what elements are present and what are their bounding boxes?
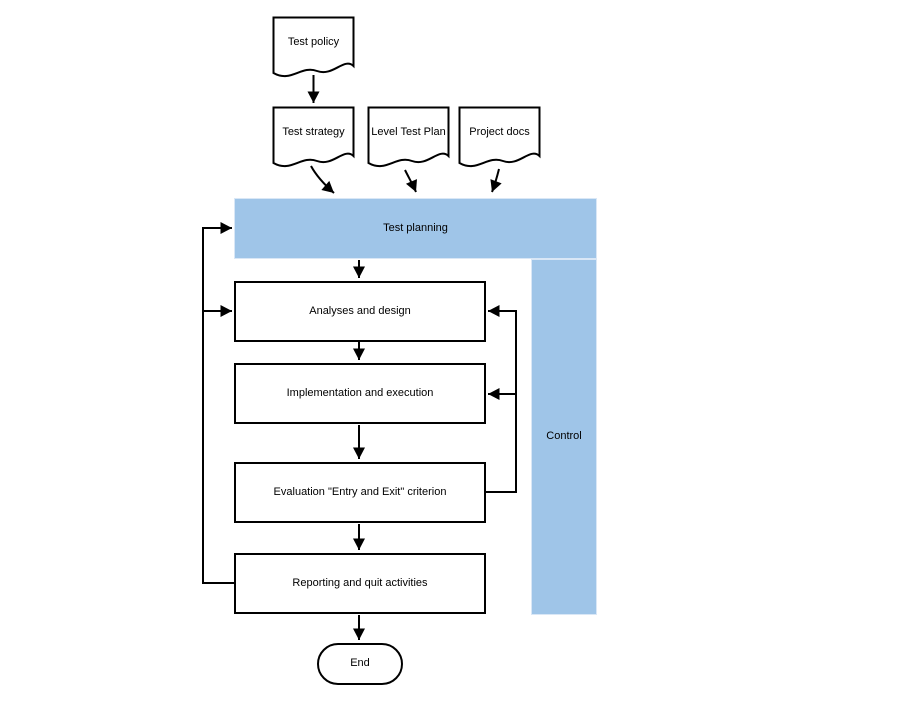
doc-label: Level Test Plan [371,126,446,138]
doc-project-docs: Project docs [458,106,541,176]
step-analyses-and-design: Analyses and design [234,281,486,342]
doc-label: Test policy [287,36,340,48]
feedback-reporting-to-planning [202,222,234,584]
doc-label: Test strategy [282,126,345,138]
doc-label: Project docs [469,126,530,138]
document-shape-icon [272,16,355,78]
feedback-evaluation-to-analyses [486,305,517,493]
band-test-planning: Test planning [234,198,597,259]
document-shape-icon [272,106,355,168]
step-label: Analyses and design [309,304,411,317]
step-implementation-and-execution: Implementation and execution [234,363,486,424]
test-planning-label: Test planning [383,221,448,234]
step-reporting-and-quit: Reporting and quit activities [234,553,486,614]
document-shape-icon [458,106,541,168]
step-label: Evaluation "Entry and Exit" criterion [273,485,447,498]
step-evaluation-criterion: Evaluation "Entry and Exit" criterion [234,462,486,523]
band-control: Control [531,259,597,615]
doc-test-policy: Test policy [272,16,355,86]
control-label: Control [546,430,582,443]
terminator-end: End [317,643,403,685]
doc-test-strategy: Test strategy [272,106,355,176]
document-shape-icon [367,106,450,168]
doc-level-test-plan: Level Test Plan [367,106,450,176]
step-label: Reporting and quit activities [292,576,428,589]
end-label: End [350,657,370,670]
step-label: Implementation and execution [286,386,434,399]
